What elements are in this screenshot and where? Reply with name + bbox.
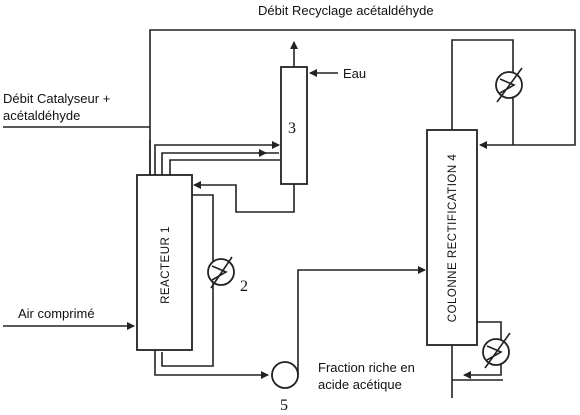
exchanger-2-diagonal: [210, 256, 233, 289]
condenser-return-line: [193, 181, 295, 213]
catalyst-feed-label-line2: acétaldéhyde: [3, 108, 80, 123]
column-label: COLONNE RECTIFICATION 4: [447, 154, 459, 323]
exchanger-number: 2: [240, 278, 248, 295]
recycle-flow-label: Débit Recyclage acétaldéhyde: [258, 3, 434, 18]
catalyst-feed-label-line1: Débit Catalyseur +: [3, 91, 110, 106]
pump-number: 5: [280, 397, 288, 414]
reactor-vapor-line-3: [169, 159, 281, 175]
pump-to-column-line: [297, 266, 426, 375]
exchanger-loop-line: [161, 194, 214, 367]
pump-5: [271, 361, 299, 389]
exchanger-2-symbol: [211, 265, 228, 281]
reactor-label: REACTEUR 1: [160, 226, 172, 304]
acid-fraction-label-line2: acide acétique: [318, 377, 402, 392]
column-condenser-diagonal: [496, 67, 523, 103]
air-label: Air comprimé: [18, 306, 95, 321]
reactor-vapor-line-1: [154, 141, 280, 175]
reboiler-diagonal: [484, 332, 511, 369]
water-label: Eau: [343, 66, 366, 81]
condenser-number: 3: [288, 120, 296, 137]
reactor-vapor-line-2: [161, 152, 279, 175]
acid-fraction-label-line1: Fraction riche en: [318, 360, 415, 375]
recycle-line: [149, 29, 576, 175]
reactor-outlet-line: [154, 350, 269, 379]
reactor-vessel: [136, 174, 193, 351]
